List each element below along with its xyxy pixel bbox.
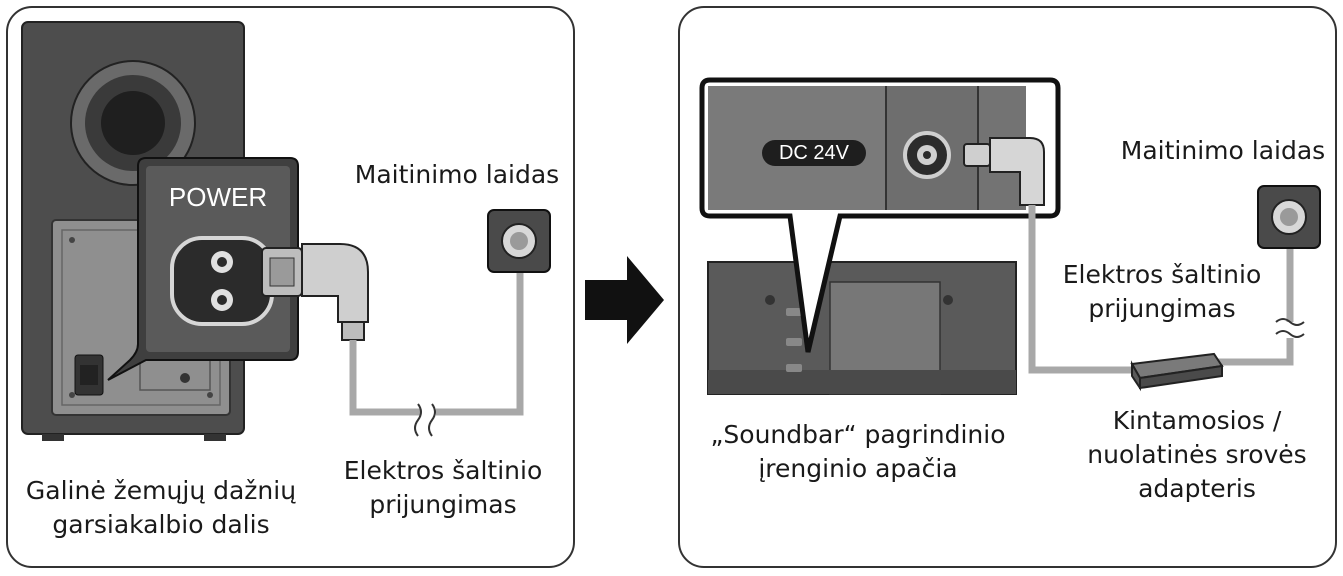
right-cord-label: Maitinimo laidas — [1120, 136, 1326, 165]
wall-outlet-icon — [1257, 185, 1321, 249]
wall-outlet-icon — [487, 209, 551, 273]
left-power-cable — [349, 262, 524, 416]
power-callout — [107, 157, 299, 381]
adapter-icon — [1130, 352, 1224, 392]
right-connection-label: Elektros šaltinio prijungimas — [1062, 260, 1262, 323]
speaker-cone-icon — [70, 60, 196, 186]
soundbar-bottom — [707, 261, 1017, 395]
soundbar-bottom-label: „Soundbar“ pagrindinio įrenginio apačia — [710, 420, 1006, 483]
cable-break-icon — [414, 403, 436, 437]
power-label: POWER — [168, 182, 268, 212]
left-connection-label: Elektros šaltinio prijungimas — [343, 456, 543, 519]
cable-break-icon — [1275, 318, 1305, 338]
rear-label: Galinė žemųjų dažnių garsiakalbio dalis — [25, 476, 297, 539]
dc-label: DC 24V — [778, 142, 850, 164]
power-plug-icon — [261, 243, 369, 341]
left-cord-label: Maitinimo laidas — [354, 160, 560, 189]
dc-plug-icon — [963, 137, 1045, 206]
right-arrow-icon — [585, 256, 664, 344]
adapter-label: Kintamosios / nuolatinės srovės adapteri… — [1087, 406, 1307, 503]
